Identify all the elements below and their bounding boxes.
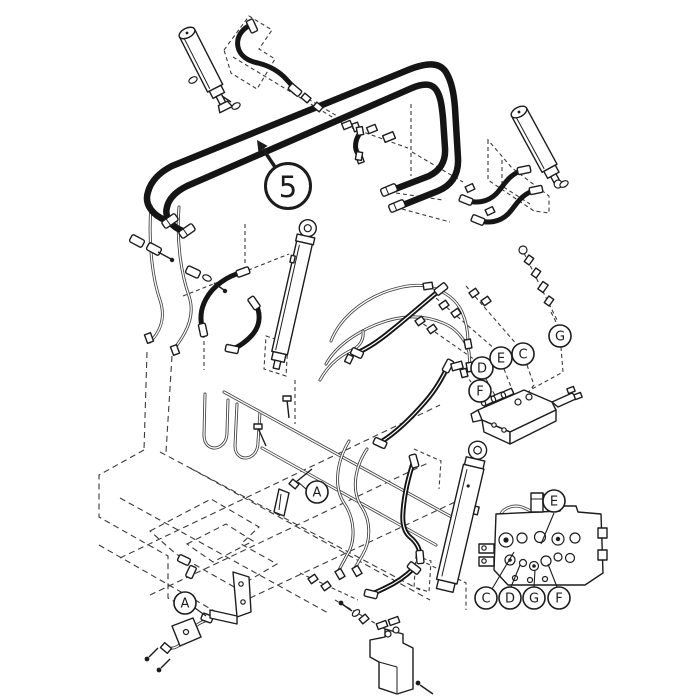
hose-lower-a xyxy=(378,363,451,445)
valve-block-bottom xyxy=(478,492,608,586)
steel-tube-lines xyxy=(148,204,533,650)
callout-label-bot-g: G xyxy=(529,592,539,607)
hose-snake-b xyxy=(400,457,423,559)
callout-circle-bot-f xyxy=(547,586,571,610)
callouts: 5 A A D E C G F E C D G F xyxy=(173,140,572,617)
callout-label-bot-d: D xyxy=(505,592,515,607)
callout-label-mid-e: E xyxy=(497,352,505,367)
bracket-bottom-left xyxy=(209,571,252,625)
bracket-left-foot xyxy=(171,617,202,647)
hose-hook-1 xyxy=(198,269,246,333)
callout-circle-a-lower xyxy=(173,591,197,615)
cylinder-top-right xyxy=(510,105,563,189)
callout-label-a-upper: A xyxy=(313,486,322,501)
hose-top-s xyxy=(235,21,299,94)
callout-label-5: 5 xyxy=(279,170,297,204)
callout-label-a-lower: A xyxy=(181,597,190,612)
callout-circle-bot-e xyxy=(542,489,566,513)
hose-right-s2 xyxy=(475,187,539,225)
callout-label-mid-f: F xyxy=(476,385,483,400)
callout-circle-mid-c xyxy=(511,342,535,366)
hose-loop-outer xyxy=(143,61,462,226)
cylinder-center xyxy=(270,218,317,371)
callout-circle-bot-c xyxy=(474,586,498,610)
dashed-construction-lines xyxy=(98,15,564,633)
callout-label-mid-g: G xyxy=(555,330,565,345)
callout-circle-mid-f xyxy=(468,379,492,403)
callout-circle-bot-d xyxy=(498,586,522,610)
callout-circle-5 xyxy=(264,162,312,210)
cylinder-top-left xyxy=(178,26,233,114)
cylinder-lift-right xyxy=(435,440,488,594)
callout-label-bot-e: E xyxy=(550,495,558,510)
valve-block-mid xyxy=(470,385,583,445)
hose-loop-inner xyxy=(163,81,449,236)
callout-label-bot-f: F xyxy=(555,592,562,607)
item5-arrowhead xyxy=(257,140,268,153)
callout-label-mid-d: D xyxy=(477,362,487,377)
hose-right-s1 xyxy=(463,167,527,205)
callout-label-mid-c: C xyxy=(518,348,527,363)
bracket-bottom-center xyxy=(369,615,414,695)
callout-circle-bot-g xyxy=(522,586,546,610)
hose-snake-c xyxy=(368,565,417,597)
callout-circle-a-upper xyxy=(305,480,329,504)
callout-circle-mid-d xyxy=(470,356,494,380)
callout-circle-mid-g xyxy=(548,324,572,348)
callout-label-bot-c: C xyxy=(481,592,490,607)
